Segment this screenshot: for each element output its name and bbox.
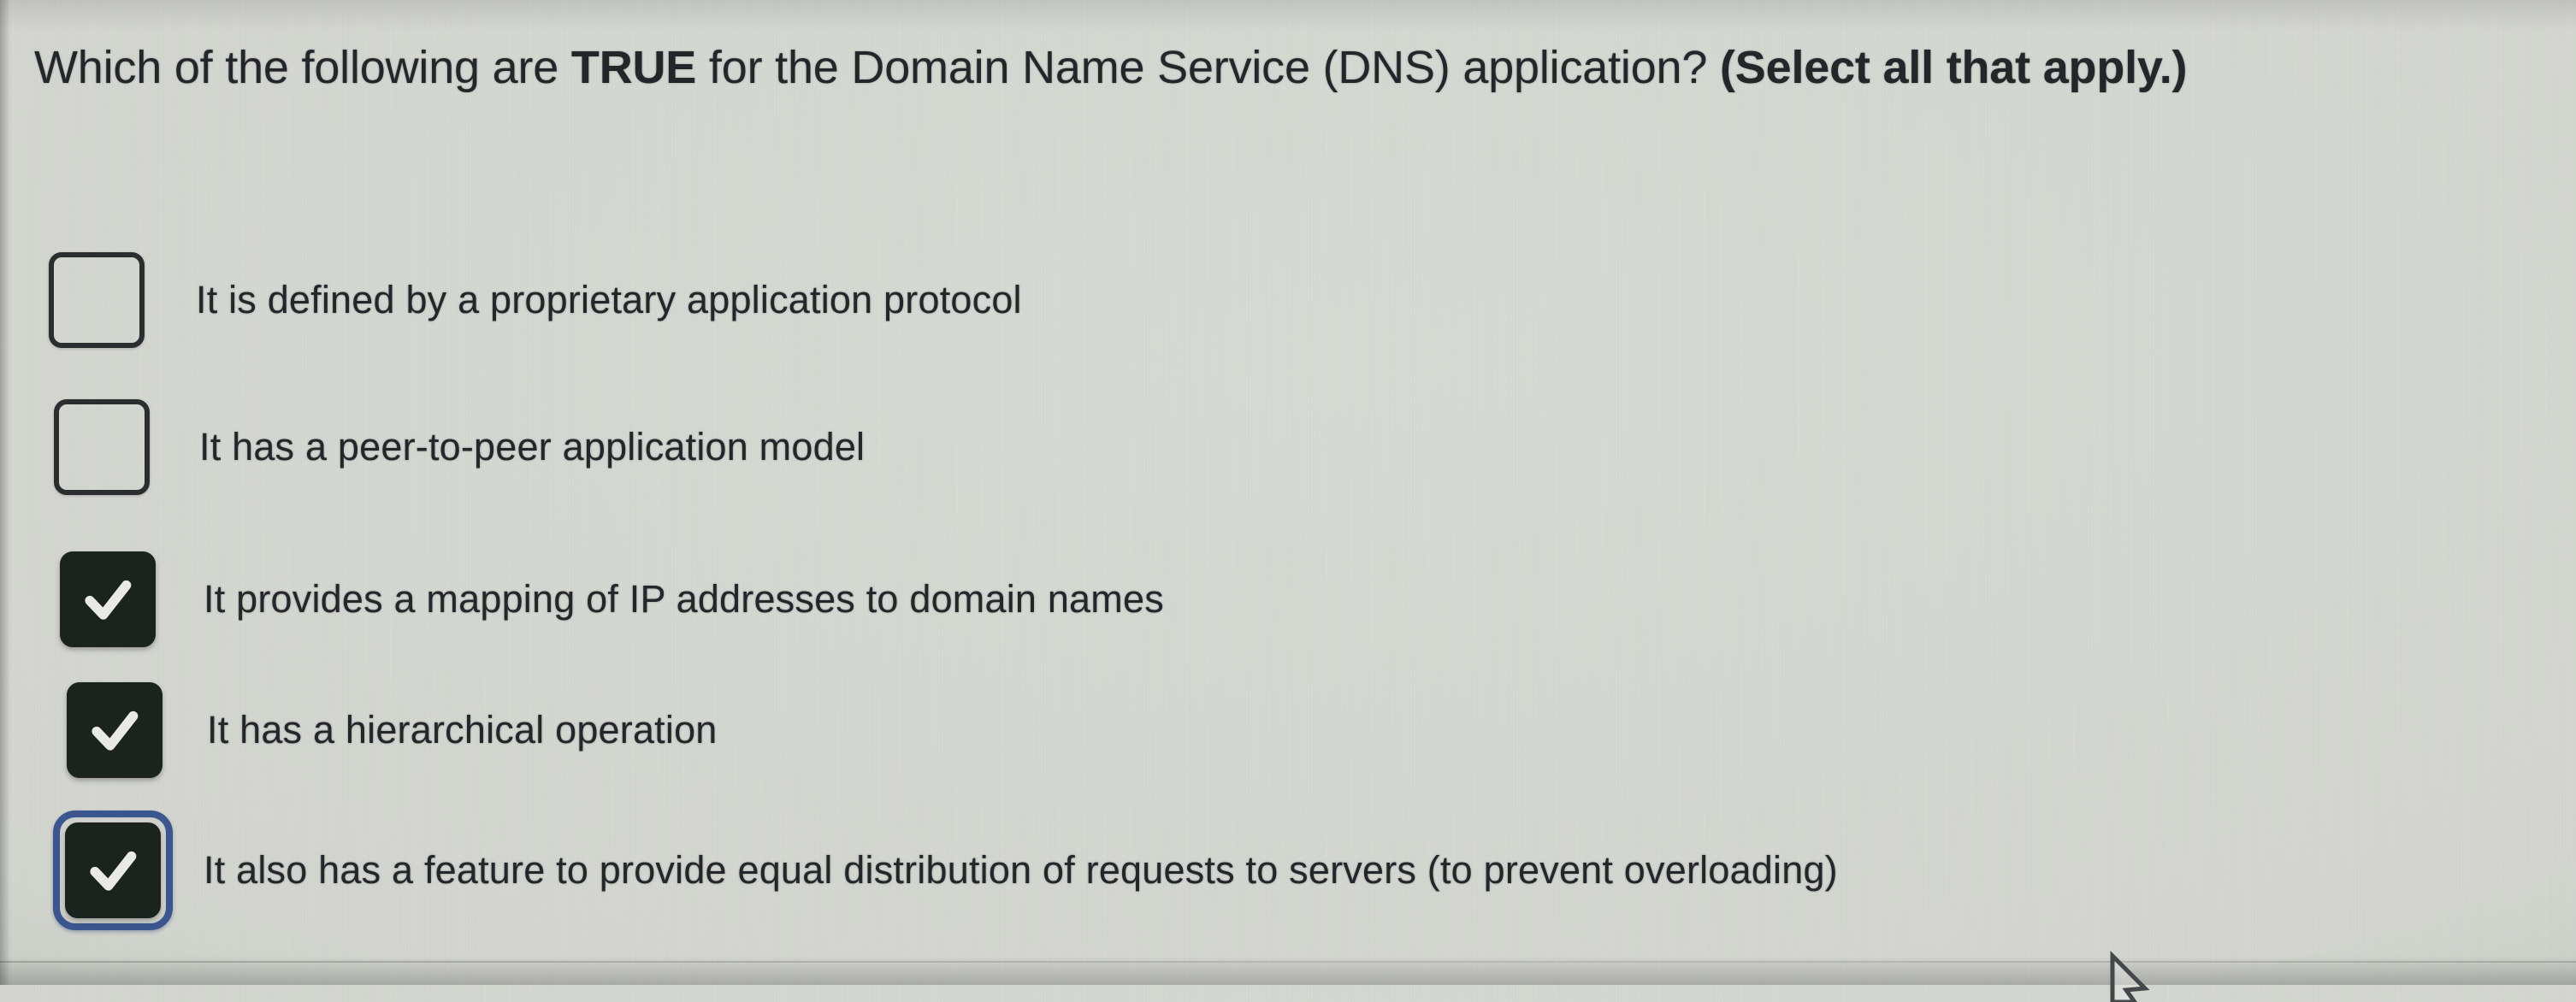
checkmark-icon: [92, 710, 139, 751]
question-text: Which of the following are: [34, 42, 571, 93]
option-label[interactable]: It has a hierarchical operation: [207, 708, 718, 752]
option-row: It has a hierarchical operation: [67, 682, 718, 778]
option-label[interactable]: It is defined by a proprietary applicati…: [196, 278, 1022, 321]
checkmark-icon: [85, 580, 132, 620]
cursor-arrow-icon: [2110, 951, 2150, 1002]
checkbox-option-3[interactable]: [60, 551, 156, 647]
option-row: It is defined by a proprietary applicati…: [49, 252, 1022, 348]
checkbox-option-5[interactable]: [65, 822, 161, 918]
checkbox-option-1[interactable]: [49, 252, 145, 348]
option-row: It also has a feature to provide equal d…: [53, 810, 1838, 930]
question-title: Which of the following are TRUE for the …: [34, 38, 2525, 97]
option-label[interactable]: It has a peer-to-peer application model: [199, 425, 866, 469]
question-emphasis-select-all: (Select all that apply.): [1720, 42, 2188, 93]
question-text: for the Domain Name Service (DNS) applic…: [696, 42, 1721, 93]
checkbox-option-4[interactable]: [67, 682, 162, 778]
option-label[interactable]: It provides a mapping of IP addresses to…: [204, 577, 1164, 621]
focus-ring: [53, 810, 173, 930]
option-row: It has a peer-to-peer application model: [54, 399, 865, 495]
checkbox-option-2[interactable]: [54, 399, 150, 495]
option-row: It provides a mapping of IP addresses to…: [60, 551, 1164, 647]
question-emphasis-true: TRUE: [570, 42, 697, 93]
option-label[interactable]: It also has a feature to provide equal d…: [204, 848, 1838, 892]
checkmark-icon: [90, 851, 137, 891]
